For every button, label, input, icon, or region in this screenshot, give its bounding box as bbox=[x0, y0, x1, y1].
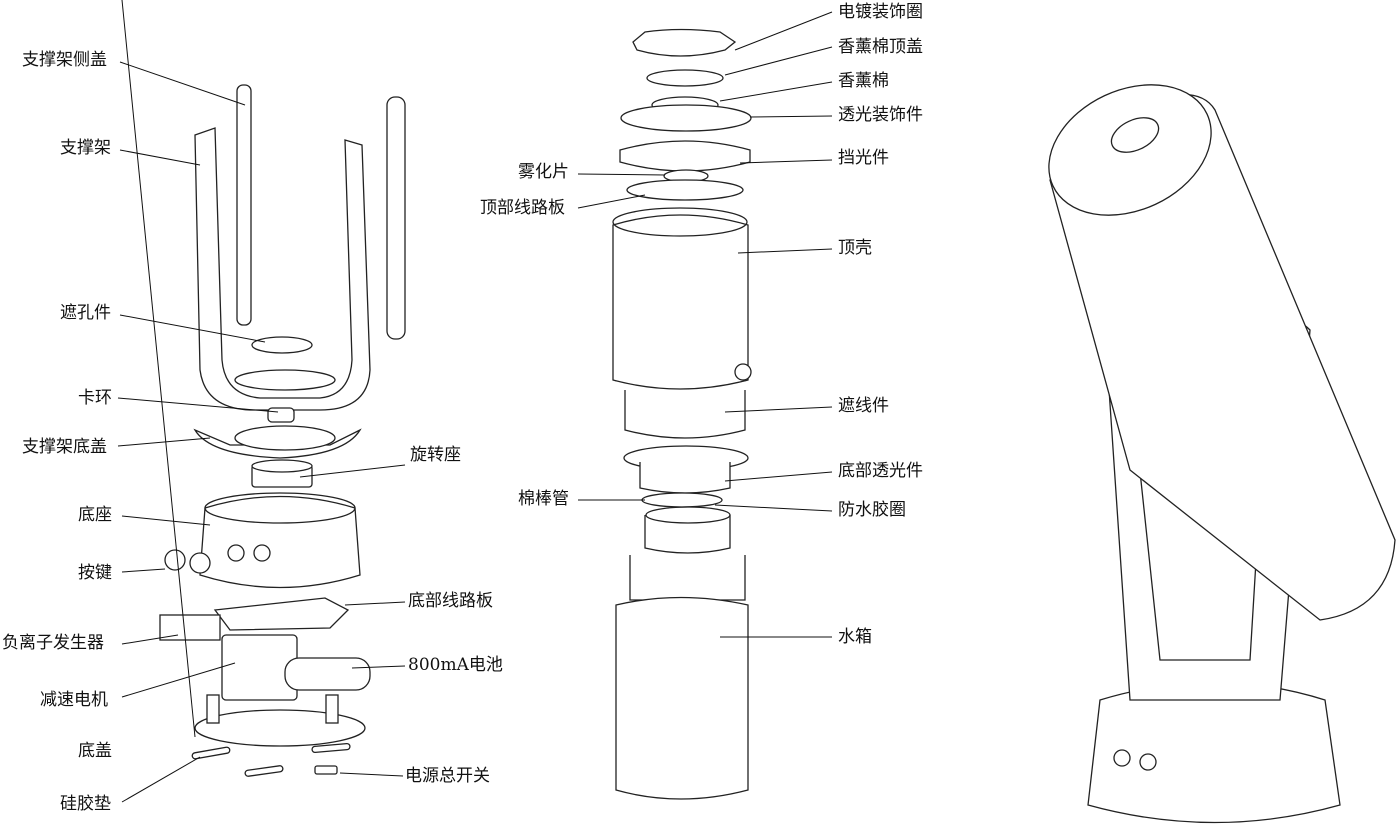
label-support-frame: 支撑架 bbox=[60, 138, 111, 158]
label-power-switch: 电源总开关 bbox=[405, 766, 490, 786]
label-bottom-cover: 底盖 bbox=[78, 741, 112, 761]
label-atomizer: 雾化片 bbox=[518, 162, 569, 182]
leader-lines bbox=[117, 0, 833, 803]
label-gear-motor: 减速电机 bbox=[40, 690, 108, 710]
label-light-trim: 透光装饰件 bbox=[838, 105, 923, 125]
label-bottom-light-part: 底部透光件 bbox=[838, 461, 923, 481]
label-water-tank: 水箱 bbox=[838, 627, 872, 647]
label-support-side-cover: 支撑架侧盖 bbox=[22, 50, 107, 70]
label-snap-ring: 卡环 bbox=[78, 388, 112, 408]
label-support-bottom-cover: 支撑架底盖 bbox=[22, 437, 107, 457]
label-light-shield: 挡光件 bbox=[838, 148, 889, 168]
support-frame bbox=[194, 84, 406, 411]
label-rotating-seat: 旋转座 bbox=[410, 445, 461, 465]
label-battery: 800mA电池 bbox=[408, 655, 503, 675]
label-wire-cover: 遮线件 bbox=[838, 396, 889, 416]
label-aroma-top-cover: 香薰棉顶盖 bbox=[838, 37, 923, 57]
label-buttons: 按键 bbox=[78, 563, 112, 583]
label-wick-tube: 棉棒管 bbox=[518, 489, 569, 509]
label-ion-generator: 负离子发生器 bbox=[2, 633, 104, 653]
label-silicone-pad: 硅胶垫 bbox=[60, 794, 111, 814]
label-waterproof-ring: 防水胶圈 bbox=[838, 500, 906, 520]
top-parts bbox=[612, 28, 752, 800]
label-top-pcb: 顶部线路板 bbox=[480, 198, 565, 218]
label-base: 底座 bbox=[78, 505, 112, 525]
assembled-product bbox=[1048, 84, 1396, 824]
label-hole-cover: 遮孔件 bbox=[60, 303, 111, 323]
label-top-shell: 顶壳 bbox=[838, 238, 872, 258]
label-bottom-pcb: 底部线路板 bbox=[408, 591, 493, 611]
label-aroma-pad: 香薰棉 bbox=[838, 71, 889, 91]
base-parts bbox=[159, 407, 371, 777]
label-plated-ring: 电镀装饰圈 bbox=[838, 2, 923, 22]
